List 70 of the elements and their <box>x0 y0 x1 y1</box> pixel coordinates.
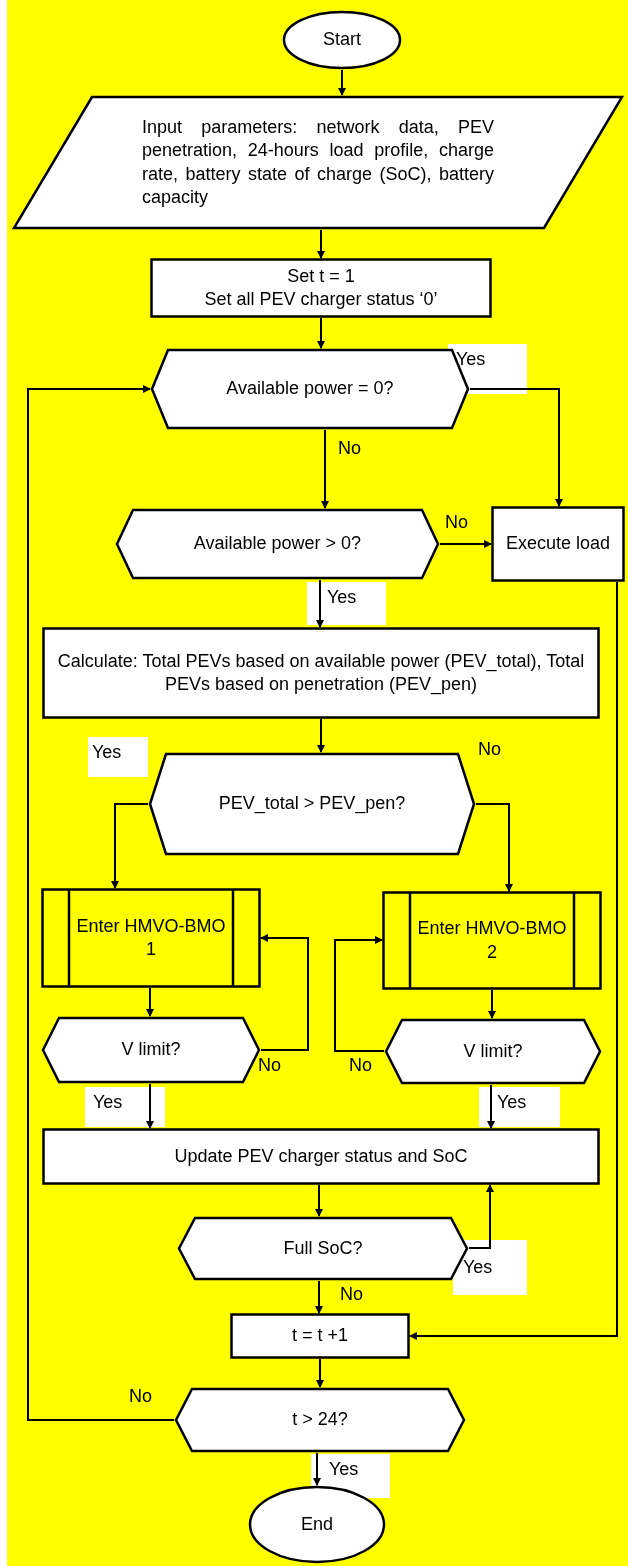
arrow <box>317 229 325 259</box>
arrow <box>146 1083 154 1129</box>
process-box <box>491 506 625 582</box>
edge-label: Yes <box>92 743 122 761</box>
process-box <box>42 1128 600 1185</box>
edge-label: Yes <box>456 350 486 368</box>
arrow <box>409 581 618 1340</box>
process-box <box>230 1313 410 1359</box>
arrow <box>111 803 149 889</box>
decision-hexagon <box>115 508 440 580</box>
edge-label: Yes <box>497 1093 527 1111</box>
terminal-ellipse <box>282 10 402 70</box>
arrow <box>468 1184 494 1249</box>
node-text: Start <box>323 28 361 52</box>
node-text: Update PEV charger status and SoC <box>174 1144 468 1168</box>
node-text: Available power > 0? <box>193 532 362 556</box>
edge-label: Yes <box>93 1093 123 1111</box>
node-text: V limit? <box>463 1039 523 1063</box>
node-text: Set all PEV charger status ‘0’ <box>204 288 438 311</box>
process-box <box>42 627 600 719</box>
arrow <box>313 1452 321 1486</box>
edge-label: No <box>349 1056 372 1074</box>
arrow <box>260 934 309 1051</box>
arrow <box>316 1358 324 1388</box>
arrow <box>338 69 346 96</box>
edge-label: No <box>129 1387 152 1405</box>
arrow <box>315 1184 323 1217</box>
subroutine-box <box>41 888 261 988</box>
node-text: Enter HMVO-BMO 1 <box>75 914 227 961</box>
decision-hexagon <box>148 752 476 856</box>
node-text: t = t +1 <box>291 1324 348 1348</box>
node-text: Set t = 1 <box>287 264 355 288</box>
arrow <box>488 989 496 1019</box>
decision-hexagon <box>174 1387 466 1453</box>
edge-label: No <box>338 439 361 457</box>
arrow <box>469 388 563 507</box>
arrow <box>27 385 175 1421</box>
node-text: Enter HMVO-BMO 2 <box>416 917 568 964</box>
node-text: Calculate: Total PEVs based on available power (PEV_total), Total PEVs based on penetration (PEV_pen) <box>56 649 586 697</box>
edge-label: No <box>445 513 468 531</box>
edge-label: Yes <box>327 588 357 606</box>
edge-label: Yes <box>329 1460 359 1478</box>
arrow <box>316 579 324 628</box>
edge-label: No <box>340 1285 363 1303</box>
subroutine-box <box>382 891 602 990</box>
arrow <box>487 1084 495 1129</box>
node-text: Execute load <box>505 532 611 556</box>
edge-label: No <box>258 1056 281 1074</box>
arrow <box>334 936 385 1052</box>
decision-hexagon <box>384 1018 602 1085</box>
input-parallelogram <box>12 95 624 230</box>
terminal-ellipse <box>248 1485 386 1564</box>
node-text: Input parameters: network data, PEV penetration, 24-hours load profile, charge rate, battery state of charge (SoC), battery capacity <box>142 115 494 209</box>
process-box <box>150 258 492 318</box>
arrow <box>321 429 329 509</box>
arrow <box>317 317 325 349</box>
decision-hexagon <box>41 1016 261 1084</box>
node-text: End <box>301 1512 333 1536</box>
node-text: Full SoC? <box>283 1236 363 1260</box>
node-text: Available power = 0? <box>226 377 394 401</box>
node-text: t > 24? <box>292 1408 348 1432</box>
arrow <box>146 987 154 1017</box>
node-text: V limit? <box>121 1038 181 1062</box>
arrow <box>439 540 492 548</box>
edge-label: No <box>478 740 501 758</box>
arrow <box>315 1280 323 1314</box>
arrow <box>317 718 325 753</box>
node-text: PEV_total > PEV_pen? <box>218 792 406 816</box>
arrow <box>475 803 513 892</box>
edge-label: Yes <box>463 1258 493 1276</box>
